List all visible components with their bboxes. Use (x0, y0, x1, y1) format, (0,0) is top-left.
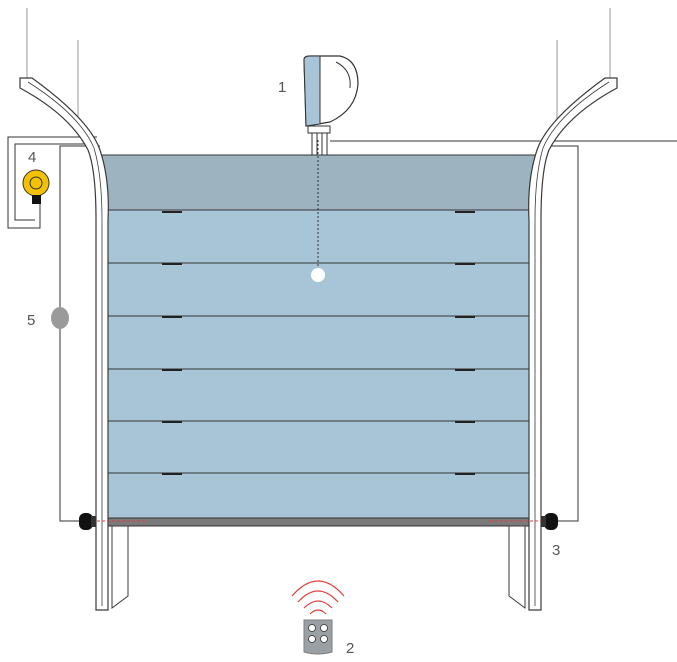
remote-control-icon (303, 619, 333, 655)
flashing-light-icon (22, 169, 50, 204)
right-rail (528, 77, 618, 611)
left-rail (19, 77, 109, 611)
photocell-icon (79, 513, 558, 530)
garage-door (97, 154, 541, 527)
wiring (7, 136, 579, 522)
label-remote: 2 (346, 640, 354, 657)
left-rail-inner (27, 81, 103, 606)
ceiling-hangers (26, 8, 611, 120)
key-switch-icon (51, 307, 69, 329)
door-hinges (162, 211, 475, 475)
right-door-stop (508, 525, 526, 609)
label-opener: 1 (278, 79, 286, 96)
left-door-stop (111, 525, 129, 609)
door-bottom-seal (105, 517, 531, 527)
release-handle (311, 268, 325, 282)
right-rail-inner (534, 81, 610, 606)
label-photocell: 3 (552, 542, 560, 559)
door-top-section (97, 154, 541, 211)
garage-door-opener-icon (303, 55, 359, 155)
label-flashing-light: 4 (28, 149, 36, 166)
label-key-switch: 5 (27, 312, 35, 329)
wireless-signal-icon (291, 580, 345, 615)
